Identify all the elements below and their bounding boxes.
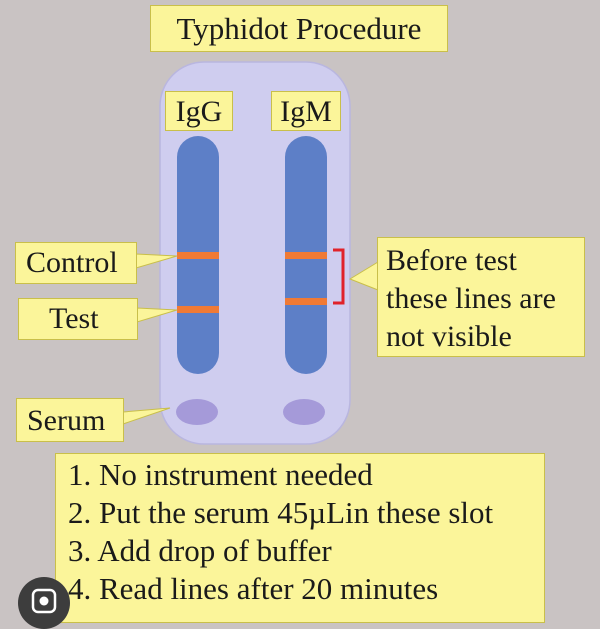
- igg-label: IgG: [165, 91, 233, 131]
- bracket-marker: [333, 248, 345, 305]
- test-label: Test: [18, 298, 138, 340]
- step-item: 2. Put the serum 45µLin these slot: [68, 495, 494, 530]
- step-item: 3. Add drop of buffer: [68, 533, 332, 568]
- igm-test-band: [285, 298, 327, 305]
- lens-glyph: [31, 588, 57, 614]
- igm-label: IgM: [271, 91, 341, 131]
- before-test-pointer: [348, 261, 379, 291]
- typhidot-diagram: Typhidot Procedure IgG IgM Control Test …: [15, 5, 585, 629]
- igg-control-band: [177, 252, 219, 259]
- procedure-steps: 1. No instrument needed 2. Put the serum…: [55, 453, 545, 623]
- serum-label: Serum: [16, 398, 124, 442]
- step-item: 1. No instrument needed: [68, 457, 373, 492]
- control-label: Control: [15, 242, 137, 284]
- igg-test-band: [177, 306, 219, 313]
- serum-well-igm: [283, 399, 325, 425]
- igm-control-band: [285, 252, 327, 259]
- before-test-note: Before test these lines are not visible: [377, 237, 585, 357]
- lens-icon[interactable]: [18, 577, 70, 629]
- serum-well-igg: [176, 399, 218, 425]
- cassette-drawing: [122, 61, 379, 445]
- page-title: Typhidot Procedure: [150, 5, 448, 52]
- step-item: 4. Read lines after 20 minutes: [68, 571, 439, 606]
